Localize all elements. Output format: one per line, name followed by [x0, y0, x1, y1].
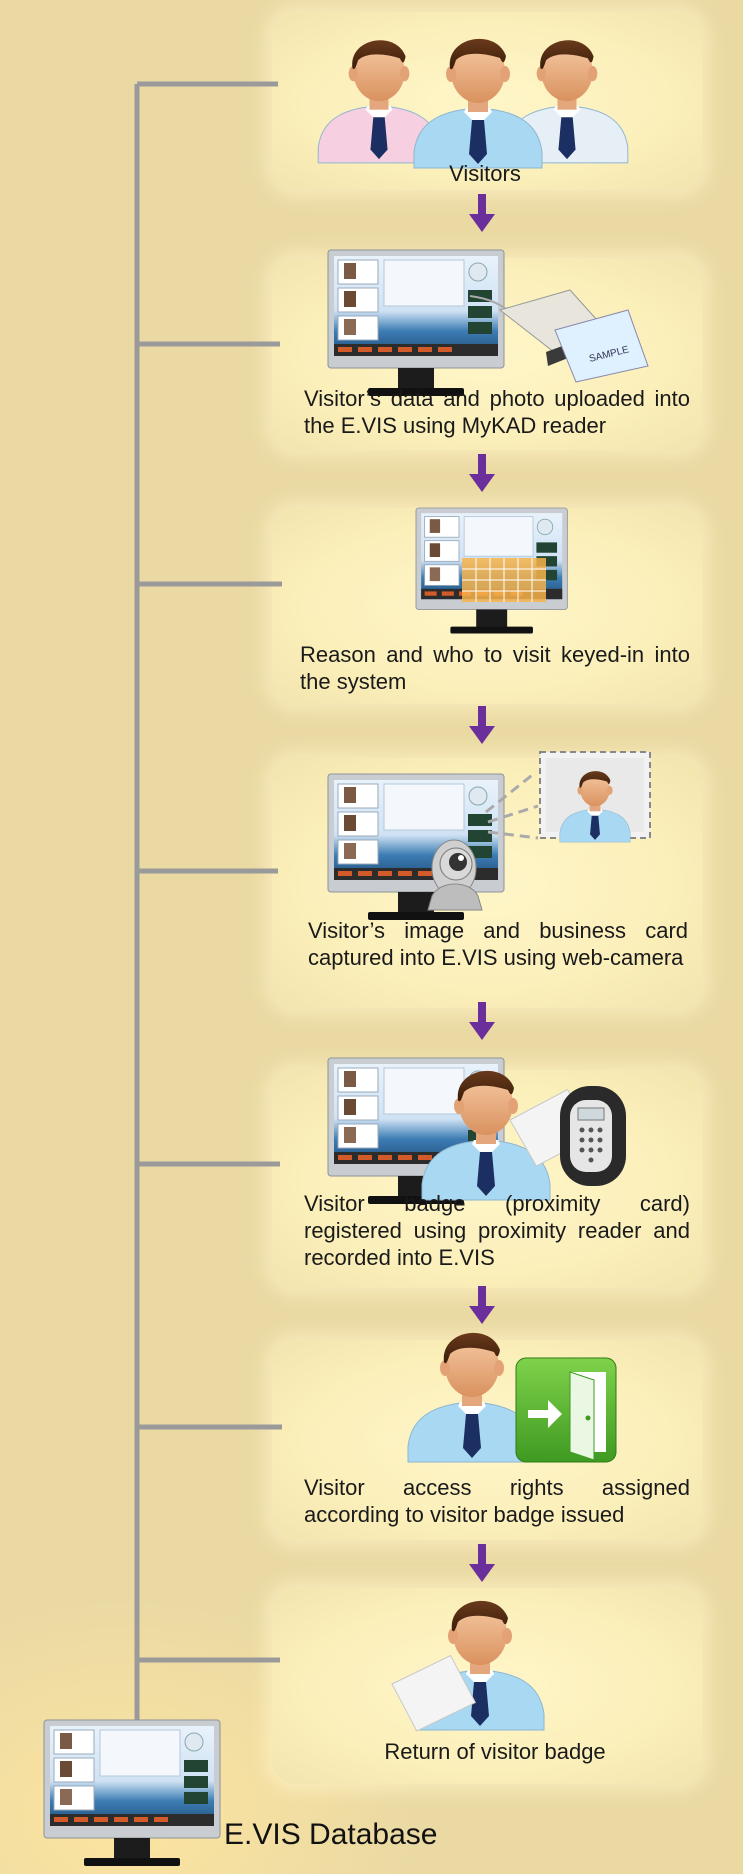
step-badge-text: Visitor badge (proximity card) registere… [304, 1191, 690, 1270]
step-return-text: Return of visitor badge [384, 1739, 606, 1764]
visitors-illustration [317, 38, 629, 169]
step-access-text: Visitor access rights assigned according… [304, 1475, 690, 1527]
badge-illustration [327, 1057, 626, 1205]
step-webcam-text: Visitor’s image and business card captur… [308, 918, 688, 970]
step-mykad-text: Visitor’s data and photo uploaded into t… [304, 386, 690, 438]
reason-illustration [415, 507, 568, 634]
return-illustration [388, 1600, 545, 1735]
step-visitors-text: Visitors [449, 161, 521, 186]
connector-lines [134, 81, 282, 1720]
mykad-illustration: SAMPLE [327, 249, 649, 397]
database-monitor [43, 1719, 221, 1867]
access-illustration [407, 1332, 617, 1463]
step-reason-text: Reason and who to visit keyed-in into th… [300, 642, 690, 694]
webcam-illustration [327, 751, 651, 921]
database-label: E.VIS Database [224, 1818, 438, 1851]
